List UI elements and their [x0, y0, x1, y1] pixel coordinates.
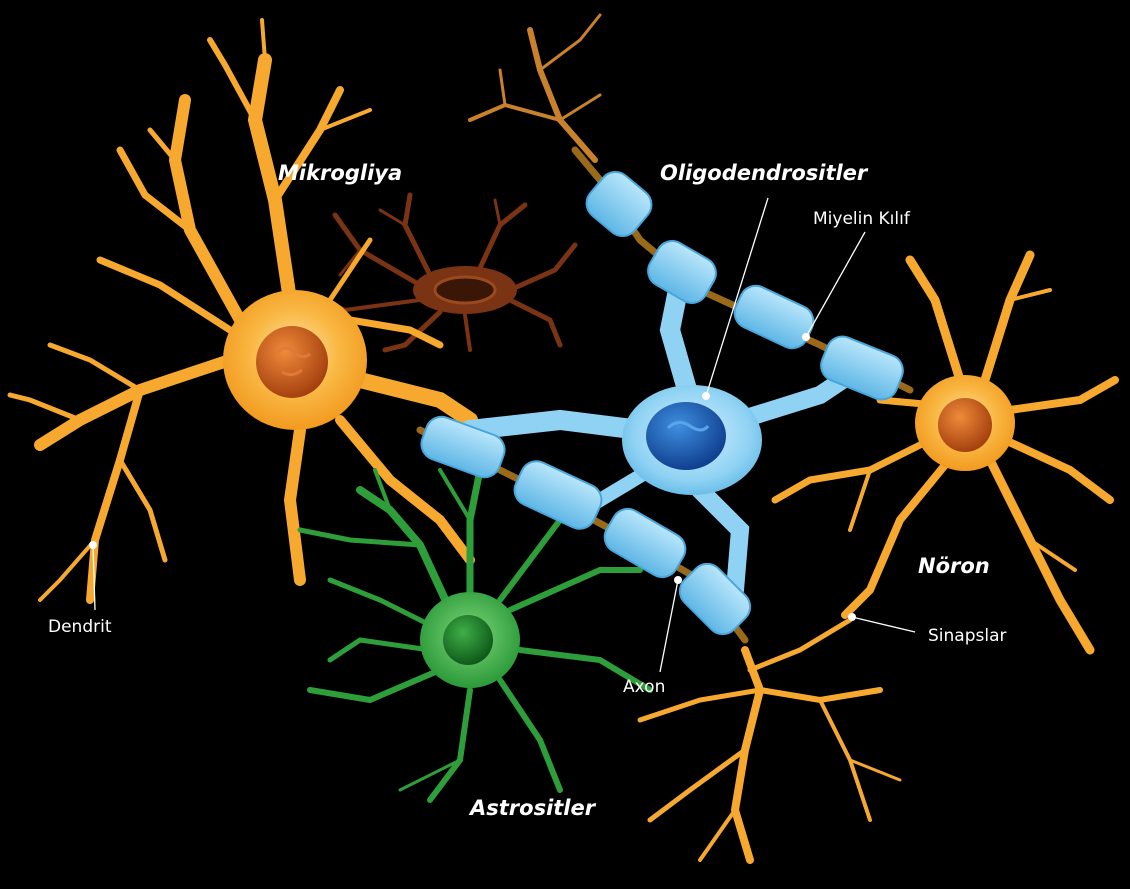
leader-axon [660, 580, 678, 672]
label-axon: Axon [623, 677, 665, 697]
leader-dot-oligodendrocytes [702, 392, 710, 400]
axon-terminal-bottom [640, 620, 900, 860]
label-oligodendrocytes: Oligodendrositler [660, 161, 869, 185]
label-synapses: Sinapslar [928, 626, 1006, 646]
leader-dot-dendrite [89, 541, 97, 549]
label-myelin: Miyelin Kılıf [813, 209, 911, 229]
leader-dot-synapses [848, 613, 856, 621]
label-microglia: Mikrogliya [278, 161, 402, 185]
neuron-cell [775, 255, 1115, 650]
leader-dot-axon [674, 576, 682, 584]
label-dendrite: Dendrit [48, 617, 112, 637]
leader-myelin [806, 232, 865, 337]
label-astrocytes: Astrositler [468, 796, 597, 820]
axon-terminal-top [470, 15, 600, 160]
resting-microglia-cell [325, 195, 575, 350]
label-neuron: Nöron [918, 554, 990, 578]
microglia-cell [10, 20, 470, 600]
leader-dot-myelin [802, 333, 810, 341]
leader-synapses [852, 617, 915, 632]
